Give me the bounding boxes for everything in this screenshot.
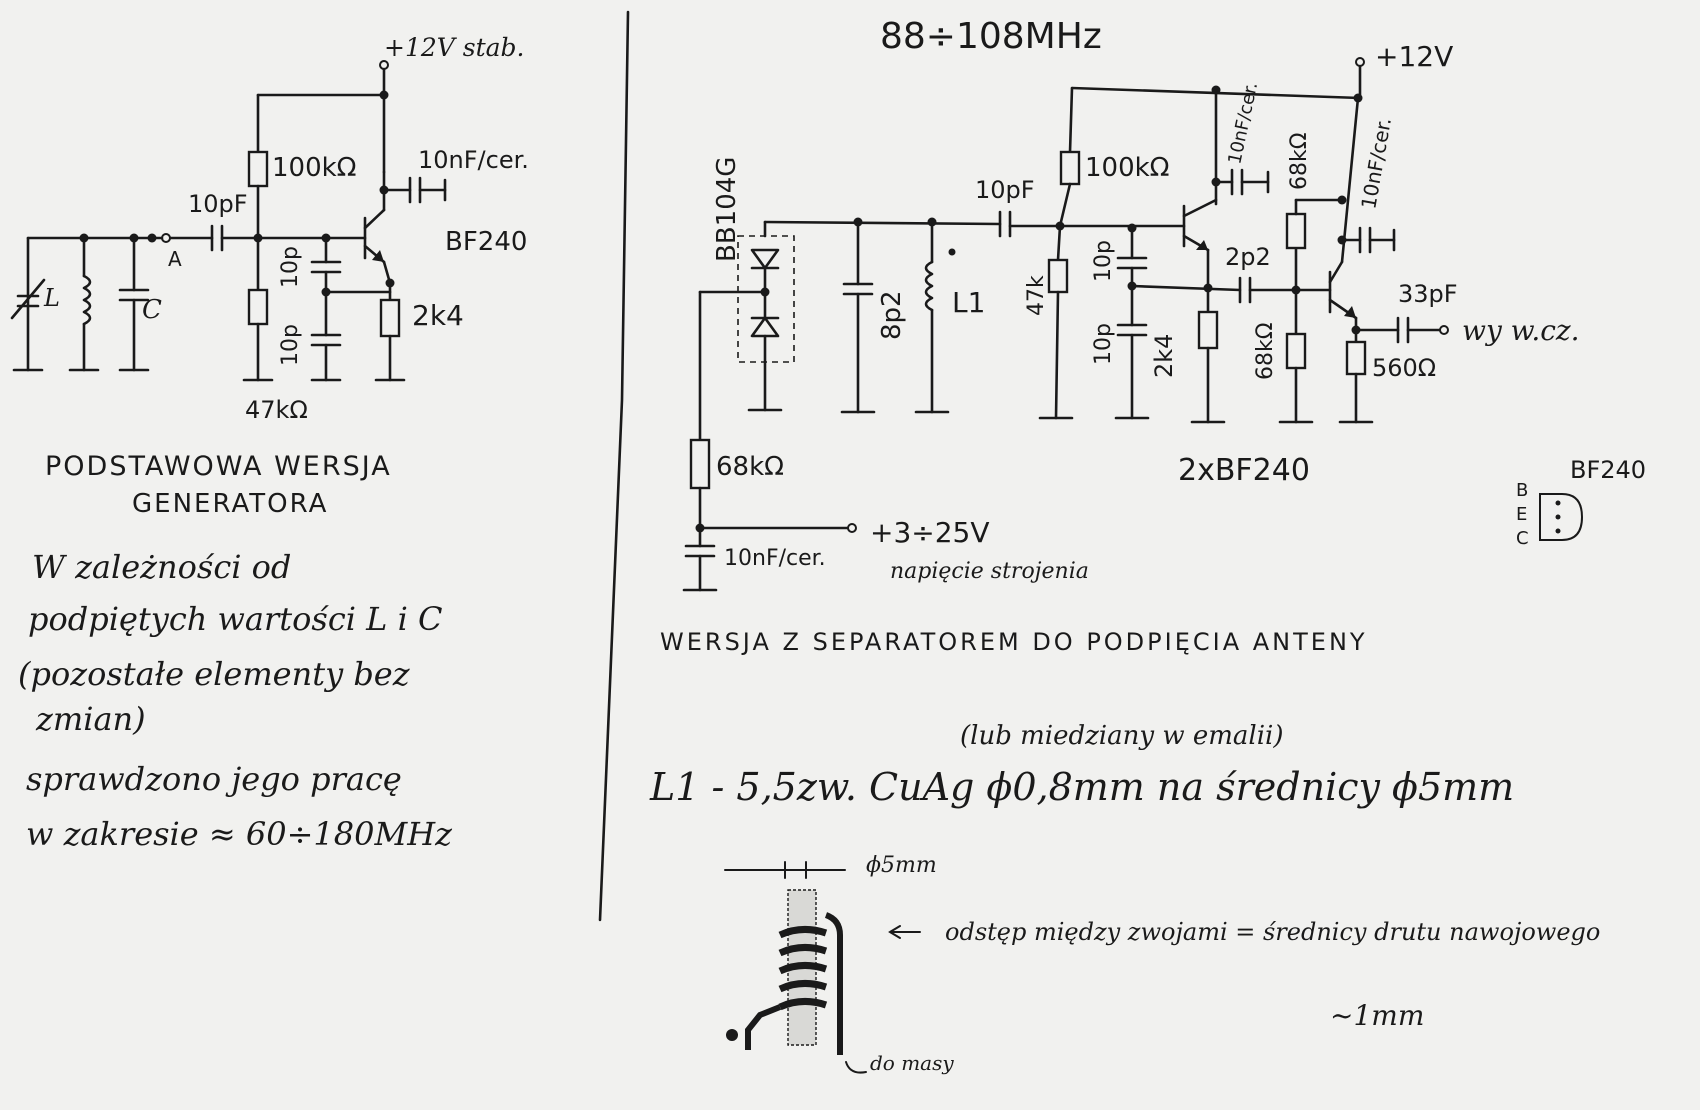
left-title-line2: GENERATORA — [132, 489, 328, 519]
right-r-top-label: 100kΩ — [1085, 153, 1170, 183]
right-r-emitter1-label: 2k4 — [1150, 334, 1178, 378]
left-c-fb2-label: 10p — [278, 324, 303, 366]
right-c-decoup2-label: 10nF/cer. — [1356, 116, 1396, 211]
left-supply-label: +12V stab. — [384, 33, 525, 62]
coil-label: L1 — [952, 286, 985, 319]
right-c-fb1-label: 10p — [1091, 240, 1116, 282]
coil-spec: L1 - 5,5zw. CuAg ϕ0,8mm na średnicy ϕ5mm — [649, 765, 1514, 809]
right-supply-label: +12V — [1375, 40, 1453, 73]
varicap-diode-2 — [750, 316, 780, 338]
right-c-tank-label: 8p2 — [877, 290, 907, 340]
note-line-5: sprawdzono jego pracę — [26, 760, 402, 798]
coil-diameter-label: ϕ5mm — [866, 853, 937, 878]
left-r-bottom-label: 47kΩ — [245, 396, 308, 424]
right-r-emitter2-label: 560Ω — [1372, 354, 1436, 382]
left-note-block: W zależności od podpiętych wartości L i … — [18, 548, 453, 853]
pinout-pin-e: E — [1516, 504, 1527, 525]
spacing-value: ~1mm — [1330, 999, 1424, 1032]
varicap-label: BB104G — [712, 157, 742, 262]
note-line-6: w zakresie ≈ 60÷180MHz — [26, 815, 453, 853]
left-transistor-label: BF240 — [445, 227, 527, 257]
transistor-count-label: 2xBF240 — [1178, 453, 1310, 488]
right-r-b2-top-label: 68kΩ — [1287, 132, 1312, 190]
note-line-4: zmian) — [35, 700, 146, 738]
bf240-pinout: BF240 B E C — [1516, 456, 1646, 549]
varicap-diode-1 — [750, 248, 780, 270]
left-r-top-label: 100kΩ — [272, 153, 357, 183]
right-r-b2-bottom-label: 68kΩ — [1253, 322, 1278, 380]
output-label: wy w.cz. — [1462, 314, 1580, 347]
left-c-decoup-label: 10nF/cer. — [418, 146, 529, 174]
pinout-title: BF240 — [1570, 456, 1646, 484]
note-line-1: W zależności od — [32, 548, 291, 586]
left-r-emitter-label: 2k4 — [412, 299, 464, 332]
right-c-inter-label: 2p2 — [1225, 243, 1271, 271]
coil-l1 — [924, 260, 934, 312]
left-c-fb1-label: 10p — [278, 246, 303, 288]
right-title: WERSJA Z SEPARATOREM DO PODPIĘCIA ANTENY — [660, 628, 1368, 656]
note-line-3: (pozostałe elementy bez — [18, 655, 411, 693]
sheet-divider-line — [598, 10, 630, 922]
frequency-range-title: 88÷108MHz — [880, 16, 1102, 57]
tune-voltage-label: +3÷25V — [870, 516, 990, 549]
right-c-fb2-label: 10p — [1091, 323, 1116, 365]
spacing-note: odstęp między zwojami = średnicy drutu n… — [945, 918, 1600, 946]
basic-oscillator-circuit: +12V stab. 100kΩ 10nF/cer. BF240 1 — [10, 33, 529, 424]
tank-c-label: C — [142, 295, 162, 325]
left-c-coupling-label: 10pF — [188, 190, 248, 218]
ground-note: do masy — [870, 1051, 954, 1075]
tune-description-label: napięcie strojenia — [890, 559, 1089, 584]
pinout-pin-b: B — [1516, 480, 1528, 501]
copper-note: (lub miedziany w emalii) — [960, 721, 1283, 751]
right-r-tune-label: 68kΩ — [716, 452, 784, 482]
separator-oscillator-circuit: +12V 100kΩ 10nF/cer. 10pF — [682, 40, 1580, 592]
note-line-2: podpiętych wartości L i C — [28, 600, 442, 638]
right-c-tune-label: 10nF/cer. — [724, 546, 826, 571]
left-title-line1: PODSTAWOWA WERSJA — [45, 451, 392, 482]
resistor-100k-left — [247, 150, 269, 188]
coil-winding-drawing: ϕ5mm — [724, 853, 937, 1074]
right-c-coupling-label: 10pF — [975, 176, 1035, 204]
tank-inductor — [82, 274, 92, 326]
right-c-out-label: 33pF — [1398, 280, 1458, 308]
right-r-bottom-label: 47k — [1024, 275, 1049, 316]
node-a-label: A — [168, 247, 182, 271]
tank-l-label: L — [43, 284, 60, 312]
pinout-pin-c: C — [1516, 528, 1529, 549]
